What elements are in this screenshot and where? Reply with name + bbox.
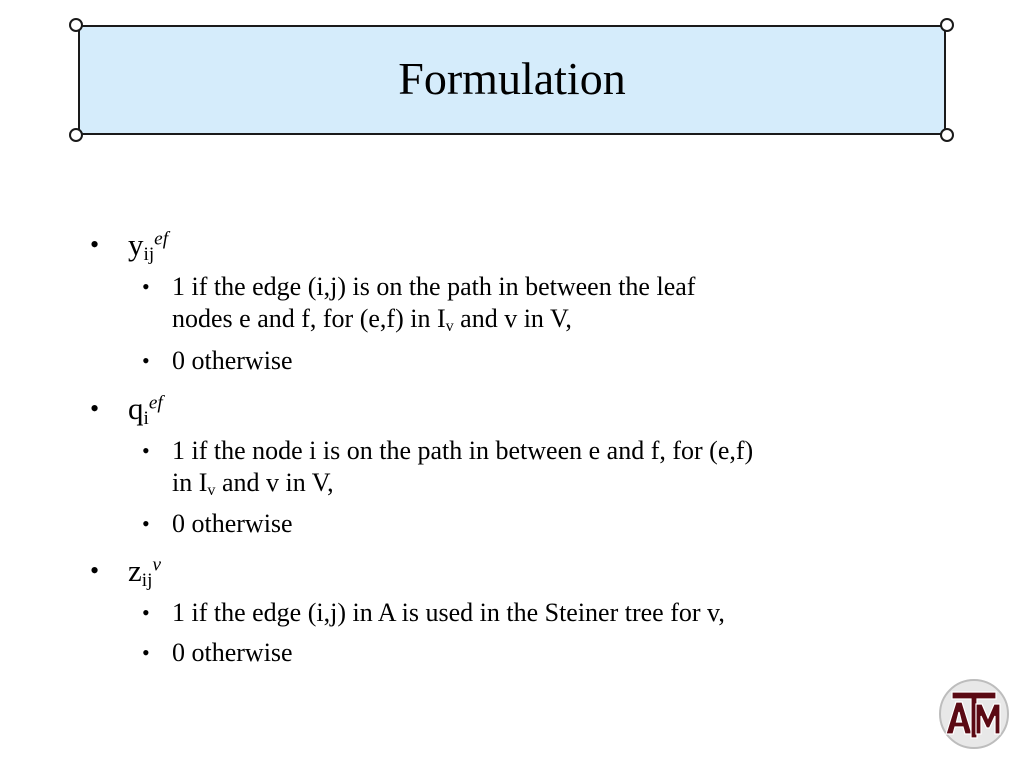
bullet-y: • yijef [90,227,169,265]
sub-bullet: • 1 if the node i is on the path in betw… [142,435,952,500]
sub-bullet: • 1 if the edge (i,j) in A is used in th… [142,597,952,629]
sub-bullet-line: 1 if the edge (i,j) is on the path in be… [172,272,696,301]
sub-bullet: • 0 otherwise [142,345,952,377]
var-sup: v [152,554,161,576]
sub-bullet-line: 1 if the node i is on the path in betwee… [172,436,754,465]
bullet-dot: • [142,274,150,299]
var-sup: ef [154,228,169,250]
sub-bullet: • 0 otherwise [142,508,952,540]
atm-logo-icon [939,679,1009,749]
sub-bullet-line: in Iv and v in V, [172,468,334,500]
bullet-dot: • [90,394,100,423]
sub-bullet-text: 1 if the edge (i,j) in A is used in the … [172,598,725,627]
bullet-z: • zijv [90,553,161,591]
slide-title: Formulation [398,53,626,104]
var-sub: ij [141,569,153,591]
var-sup: ef [148,392,163,414]
bullet-dot: • [142,348,150,373]
title-box: Formulation [78,25,946,135]
sub-bullet-text: 0 otherwise [172,346,293,375]
bullet-dot: • [142,600,150,625]
var-base: z [128,553,142,588]
resize-handle-bottom-left[interactable] [69,128,83,142]
bullet-dot: • [90,230,100,259]
var-sub: i [143,407,149,429]
bullet-dot: • [142,640,150,665]
var-base: y [128,227,144,262]
bullet-q: • qief [90,391,163,429]
resize-handle-top-right[interactable] [940,18,954,32]
sub-bullet: • 0 otherwise [142,637,952,669]
bullet-dot: • [142,438,150,463]
sub-bullet-text: 0 otherwise [172,638,293,667]
sub-bullet: • 1 if the edge (i,j) is on the path in … [142,271,952,336]
var-sub: ij [143,243,155,265]
resize-handle-bottom-right[interactable] [940,128,954,142]
bullet-dot: • [142,511,150,536]
sub-bullet-text: 0 otherwise [172,509,293,538]
resize-handle-top-left[interactable] [69,18,83,32]
bullet-dot: • [90,556,100,585]
sub-bullet-line: nodes e and f, for (e,f) in Iv and v in … [172,304,572,336]
var-base: q [128,391,144,426]
